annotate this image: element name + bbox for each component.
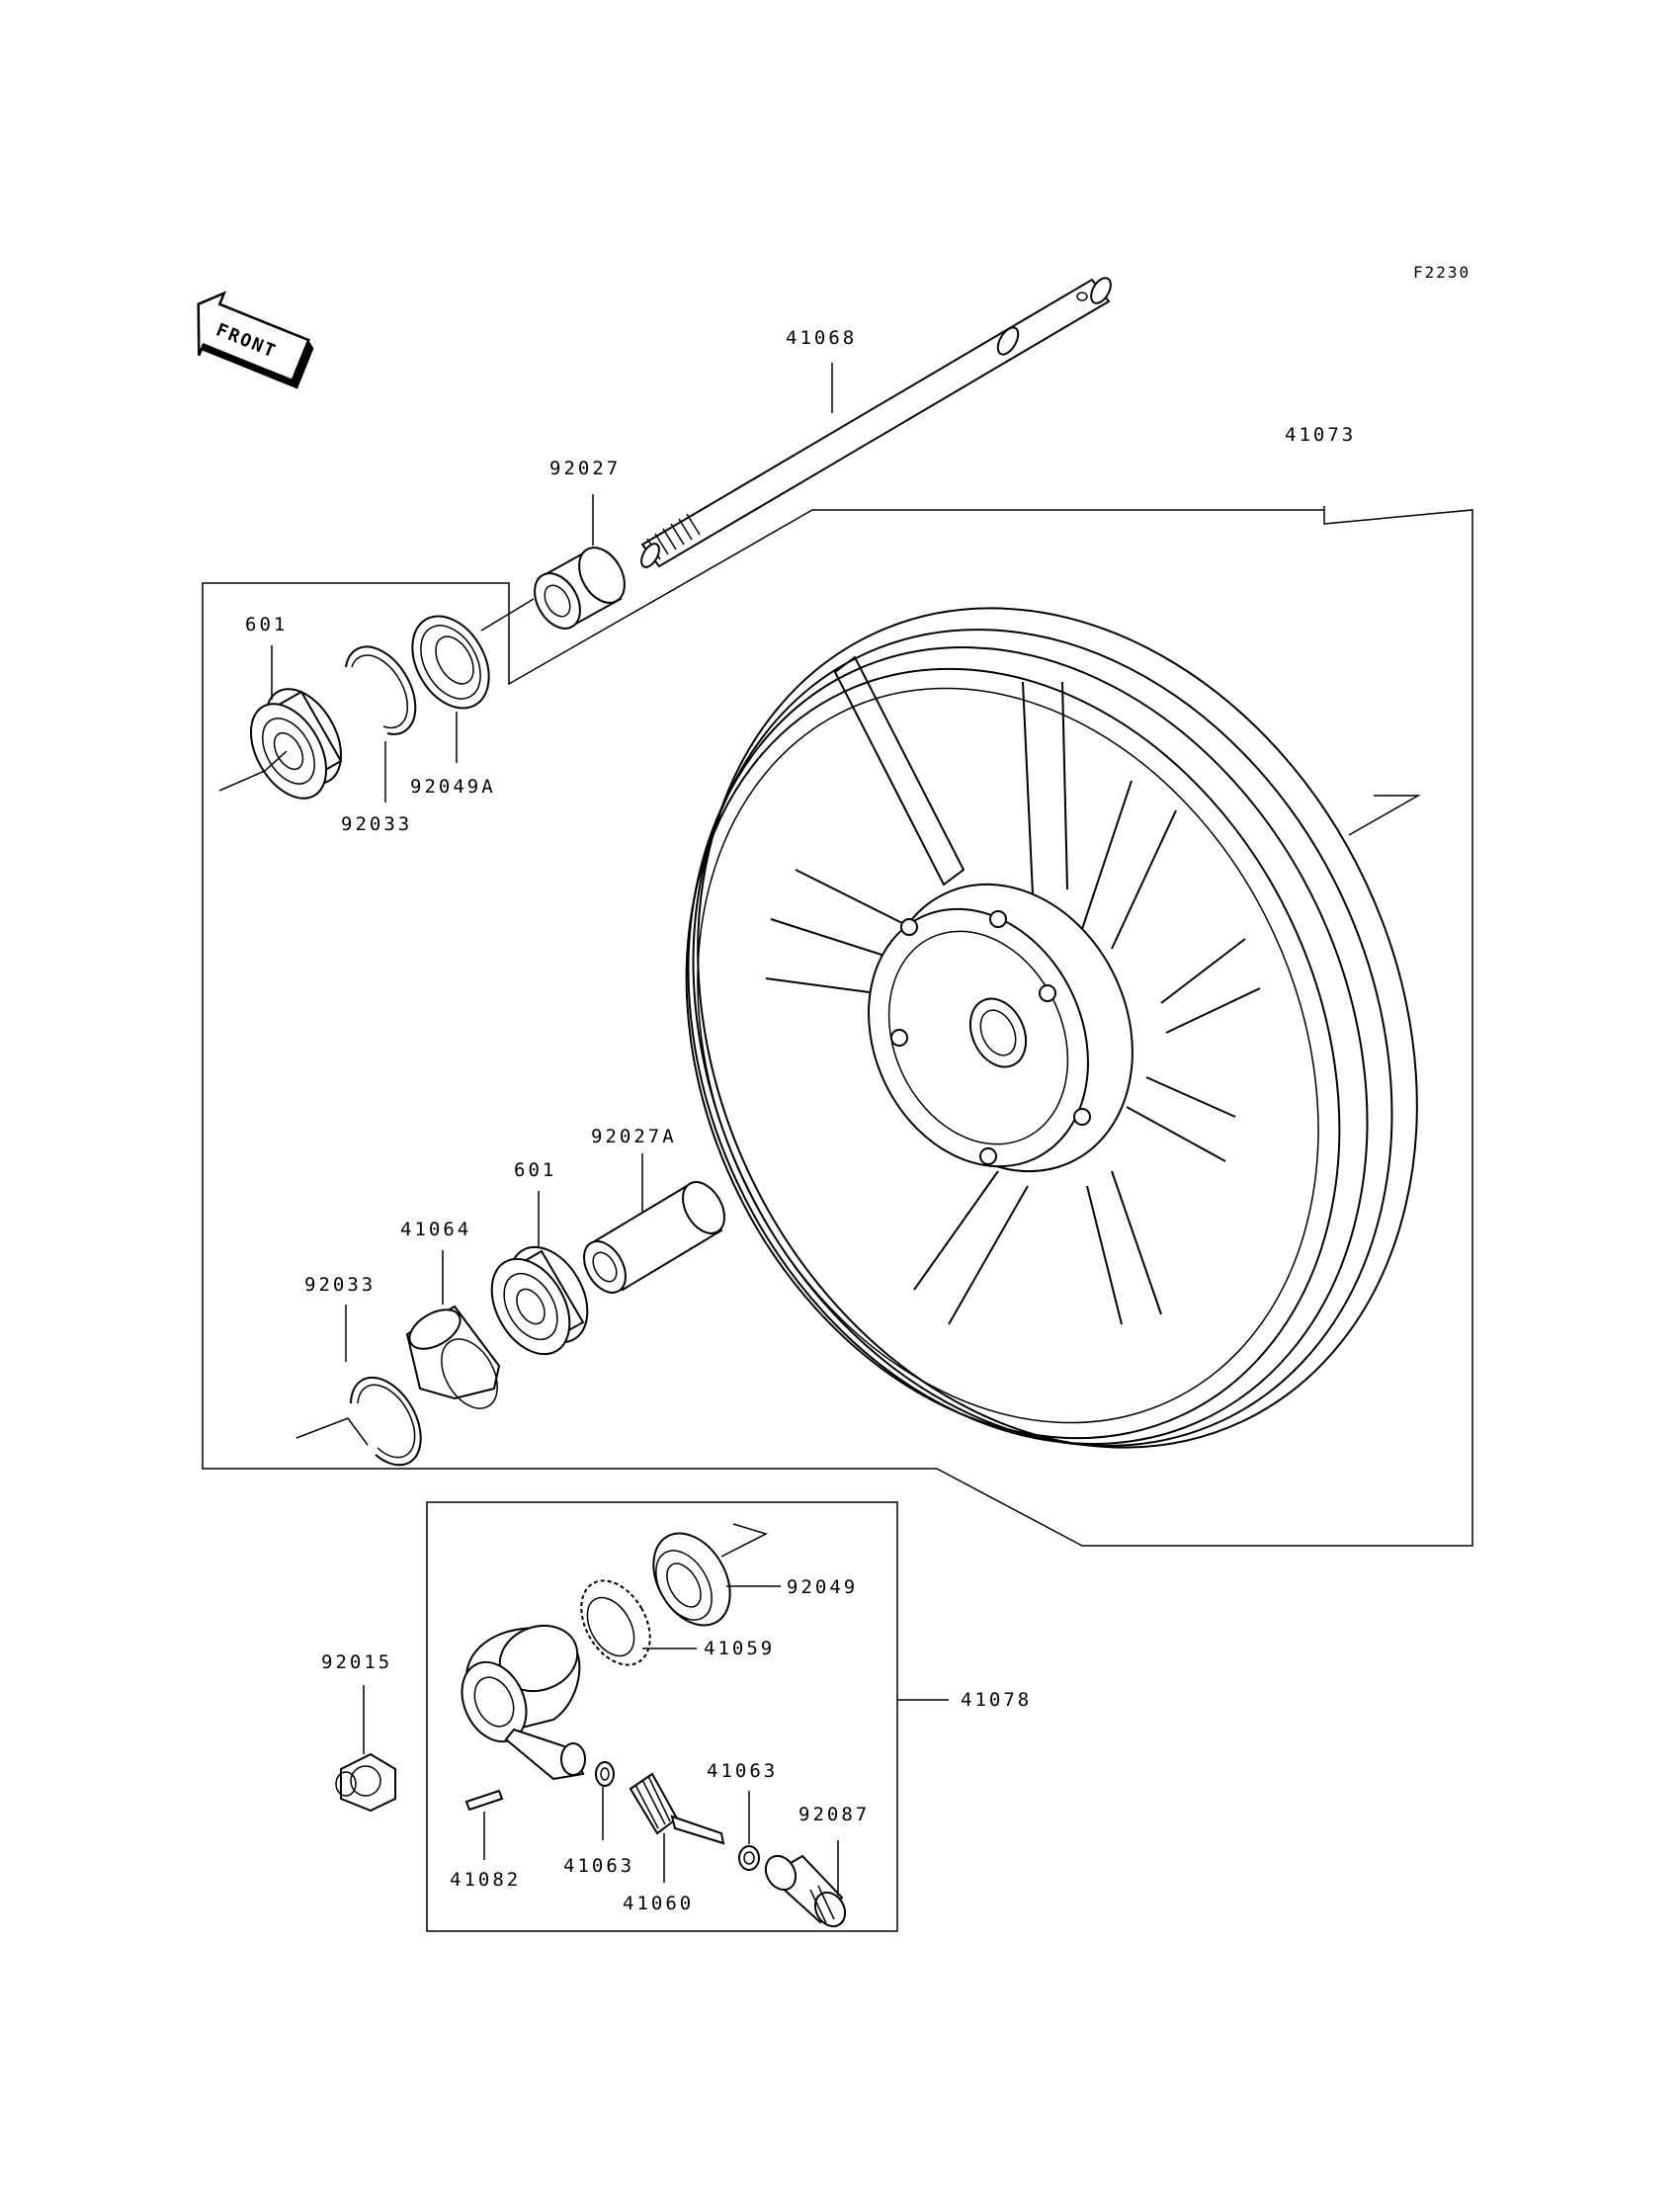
label-speedo-gear: 41059 — [704, 1638, 775, 1659]
hub-cover — [405, 1305, 501, 1409]
label-hub-cover: 41064 — [400, 1219, 471, 1240]
circlip-top — [345, 645, 417, 735]
axle-nut — [335, 1752, 396, 1813]
label-axle: 41068 — [786, 327, 857, 349]
circlip-lower — [350, 1376, 422, 1467]
label-pinion: 41060 — [623, 1893, 694, 1914]
label-washer-right: 41063 — [707, 1760, 778, 1782]
label-collar-lower: 92027A — [591, 1126, 677, 1147]
washer-right — [738, 1845, 760, 1871]
pinion — [629, 1772, 725, 1845]
bearing-lower — [490, 1245, 589, 1356]
label-wheel-assembly: 41073 — [1285, 424, 1356, 446]
oil-seal-top — [411, 615, 490, 710]
bearing-top — [250, 688, 343, 800]
bushing — [764, 1854, 847, 1928]
label-gearbox-assembly: 41078 — [961, 1689, 1032, 1711]
pin — [464, 1789, 504, 1812]
speedo-gear — [580, 1579, 651, 1666]
label-bearing-top: 601 — [245, 614, 288, 635]
label-pin: 41082 — [450, 1869, 521, 1891]
washer-left — [595, 1761, 615, 1787]
gearbox-housing — [461, 1624, 586, 1781]
label-bearing-lower: 601 — [514, 1159, 556, 1181]
gearbox-assembly-frame — [426, 1501, 898, 1932]
label-oil-seal-gear: 92049 — [787, 1576, 858, 1598]
reference-code: F2230 — [1413, 263, 1470, 282]
wheel-assembly-frame — [202, 506, 1473, 1547]
label-circlip-top: 92033 — [341, 813, 412, 835]
front-arrow-icon: FRONT — [197, 291, 314, 389]
oil-seal-gear — [652, 1532, 731, 1627]
label-oil-seal-top: 92049A — [410, 776, 496, 798]
label-bushing: 92087 — [798, 1804, 870, 1825]
label-washer-left: 41063 — [563, 1855, 634, 1877]
axle — [640, 277, 1112, 568]
wheel-pointer — [1348, 795, 1421, 836]
collar-top — [534, 547, 626, 630]
label-circlip-lower: 92033 — [304, 1274, 376, 1296]
collar-lower — [583, 1181, 725, 1294]
label-axle-nut: 92015 — [321, 1651, 392, 1673]
wheel — [685, 607, 1418, 1449]
label-collar-top: 92027 — [549, 458, 621, 479]
